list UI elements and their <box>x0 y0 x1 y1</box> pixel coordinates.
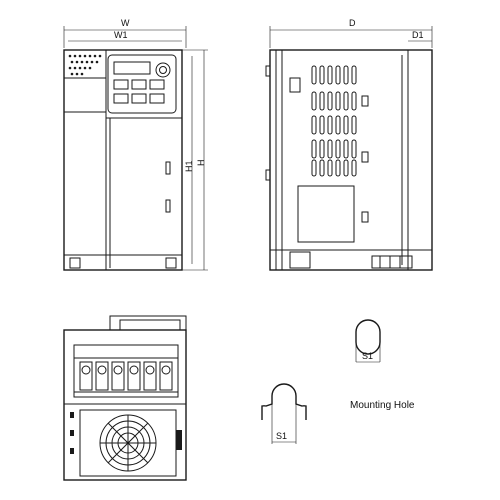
dim-d-label: D <box>349 18 356 28</box>
dim-s1-top-label: S1 <box>362 351 373 361</box>
dim-h-label: H <box>196 160 206 167</box>
dim-h1-label: H1 <box>184 160 194 172</box>
front-vent-dots <box>68 54 102 76</box>
mounting-hole-detail: S1 S1 Mounting Hole <box>261 319 415 444</box>
open-slot-hole <box>261 383 307 420</box>
dial-knob <box>155 62 171 78</box>
dim-w-label: W <box>121 18 130 28</box>
dim-d1-label: D1 <box>412 30 424 40</box>
side-housing <box>269 49 433 271</box>
terminal-screws <box>79 361 173 391</box>
side-view: D D1 <box>265 18 433 271</box>
dim-w1-label: W1 <box>114 30 128 40</box>
side-vent-slots <box>311 65 357 177</box>
closed-slot-hole <box>355 319 381 355</box>
front-housing <box>63 49 183 271</box>
terminal-block <box>73 344 179 398</box>
keypad-panel <box>107 54 177 114</box>
bottom-housing <box>63 329 187 481</box>
side-label-panel <box>297 185 355 243</box>
display-window <box>113 61 151 75</box>
mounting-hole-label: Mounting Hole <box>350 400 415 411</box>
bottom-view <box>63 315 187 481</box>
dim-s1-bottom-label: S1 <box>276 431 287 441</box>
front-view: W W1 <box>63 18 208 271</box>
